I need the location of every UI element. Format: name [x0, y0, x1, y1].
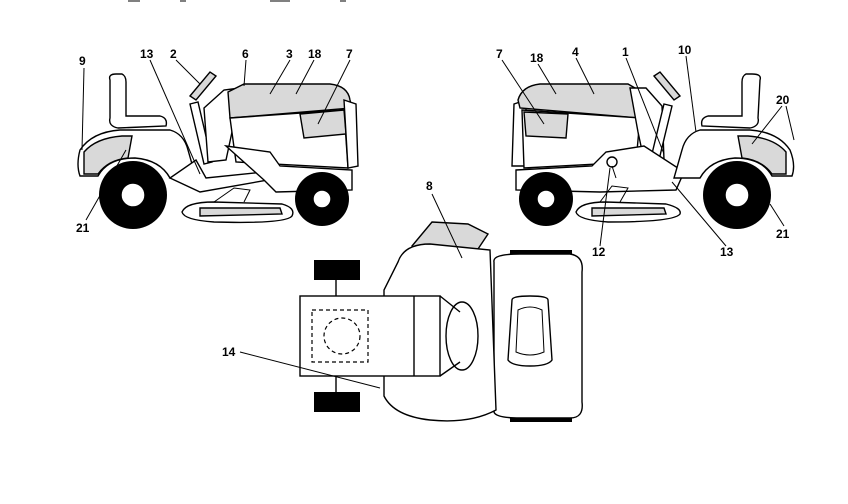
callout-7-right: 7	[496, 47, 503, 61]
seat-top	[507, 295, 553, 367]
engine-outline	[311, 309, 369, 363]
callout-18-right: 18	[530, 51, 544, 65]
callout-14: 14	[222, 345, 236, 359]
callout-9: 9	[79, 54, 86, 68]
front-left-wheel-top	[314, 260, 360, 280]
callout-12: 12	[592, 245, 606, 259]
callout-13-right: 13	[720, 245, 734, 259]
left-tractor-view	[77, 71, 359, 229]
right-callouts: 7 18 4 1 10 20 12 13 21	[496, 43, 795, 259]
left-callouts: 9 13 2 6 3 18 7 21	[76, 47, 353, 235]
top-callouts: 8 14	[222, 179, 463, 389]
callout-13: 13	[140, 47, 154, 61]
callout-21-right: 21	[776, 227, 790, 241]
steering-wheel-top	[445, 301, 479, 371]
callout-7: 7	[346, 47, 353, 61]
callout-4: 4	[572, 45, 579, 59]
seat	[108, 73, 168, 129]
callout-1: 1	[622, 45, 629, 59]
right-tractor-view	[511, 71, 795, 229]
steering-wheel-right	[652, 71, 682, 101]
callout-20: 20	[776, 93, 790, 107]
callout-18: 18	[308, 47, 322, 61]
callout-6: 6	[242, 47, 249, 61]
seat-right	[700, 73, 762, 129]
hood-top	[299, 295, 441, 377]
steering-wheel	[188, 71, 218, 101]
top-tractor-view	[299, 221, 583, 422]
callout-2: 2	[170, 47, 177, 61]
callout-10: 10	[678, 43, 692, 57]
callout-8: 8	[426, 179, 433, 193]
callout-3: 3	[286, 47, 293, 61]
front-right-wheel-top	[314, 392, 360, 412]
callout-21-left: 21	[76, 221, 90, 235]
